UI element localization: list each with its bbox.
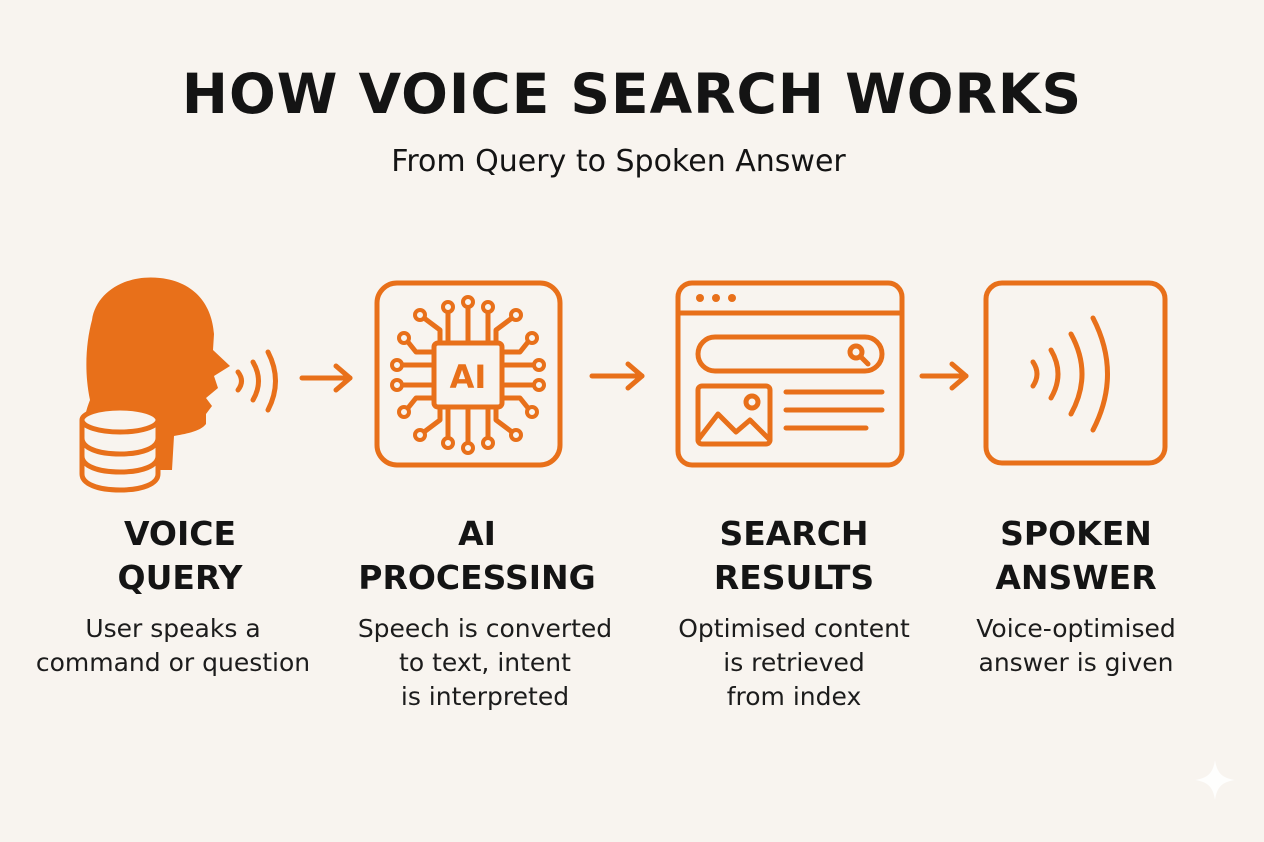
ai-chip-icon (374, 280, 563, 468)
step-voice-query-description: User speaks a command or question (13, 612, 333, 680)
step-title-line: SPOKEN (1000, 514, 1152, 553)
sparkle-icon (1195, 760, 1235, 800)
step-desc-line: User speaks a (85, 614, 261, 643)
ai-chip-label: AI (450, 358, 487, 396)
step-ai-processing-description: Speech is converted to text, intent is i… (325, 612, 645, 714)
step-desc-line: command or question (35, 648, 311, 677)
step-title-line: SEARCH (719, 514, 869, 553)
step-desc-line: is retrieved (723, 648, 865, 677)
step-title-line: PROCESSING (358, 558, 596, 597)
page-subtitle: From Query to Spoken Answer (391, 144, 846, 179)
step-search-results-description: Optimised content is retrieved from inde… (634, 612, 954, 714)
step-desc-line: Optimised content (678, 614, 910, 643)
browser-search-results-icon (675, 280, 905, 468)
step-voice-query-title: VOICE QUERY (20, 512, 340, 600)
step-desc-line: answer is given (978, 648, 1174, 677)
step-title-line: VOICE (123, 514, 237, 553)
step-title-line: QUERY (117, 558, 243, 597)
step-desc-line: is interpreted (400, 682, 570, 711)
step-title-line: ANSWER (995, 558, 1157, 597)
browser-dots (696, 294, 736, 302)
head-speaking-with-database-icon (79, 277, 278, 493)
step-desc-line: to text, intent (399, 648, 571, 677)
arrow-right-icon (299, 363, 353, 393)
step-ai-processing-title: AI PROCESSING (317, 512, 637, 600)
step-title-line: AI (458, 514, 496, 553)
step-title-line: RESULTS (713, 558, 875, 597)
voice-waves-icon (235, 349, 278, 413)
step-search-results-title: SEARCH RESULTS (634, 512, 954, 600)
database-icon (79, 405, 161, 493)
arrow-right-icon (919, 361, 969, 391)
sound-waves-icon (983, 280, 1168, 466)
step-spoken-answer-title: SPOKEN ANSWER (916, 512, 1236, 600)
page-title: HOW VOICE SEARCH WORKS (181, 62, 1083, 126)
step-desc-line: Voice-optimised (976, 614, 1176, 643)
arrow-right-icon (589, 361, 645, 391)
chip-pin-ends (390, 295, 546, 455)
step-desc-line: from index (726, 682, 862, 711)
step-desc-line: Speech is converted (357, 614, 613, 643)
step-spoken-answer-description: Voice-optimised answer is given (916, 612, 1236, 680)
